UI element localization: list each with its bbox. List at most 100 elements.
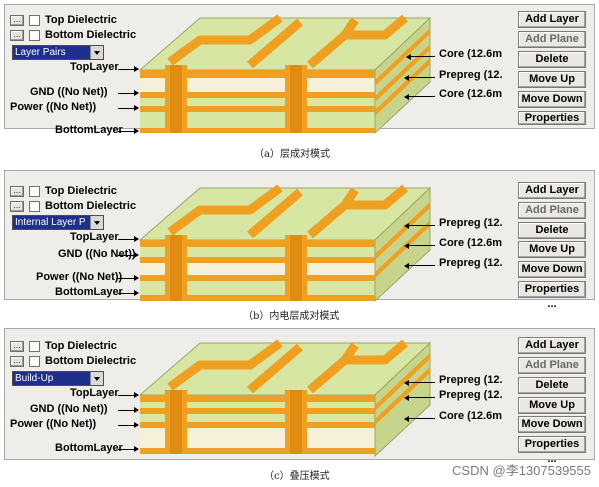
stack-mode-select-a[interactable]: Layer Pairs — [12, 45, 104, 60]
right-label-1-a: Core (12.6m — [439, 48, 502, 60]
add-plane-button-a[interactable]: Add Plane — [518, 31, 586, 48]
top-dielectric-row-b: … Top Dielectric — [10, 184, 117, 198]
right-label-1-b: Prepreg (12. — [439, 217, 503, 229]
arrow-icon — [118, 392, 139, 398]
arrow-icon — [405, 77, 435, 78]
caption-c: （c）叠压模式 — [264, 471, 330, 482]
bottom-dielectric-label-c: Bottom Dielectric — [45, 355, 137, 367]
arrow-icon — [118, 275, 139, 281]
layer-label-power-b: Power ((No Net)) — [36, 271, 123, 283]
layer-label-bottom-c: BottomLayer — [55, 442, 123, 454]
add-layer-button-b[interactable]: Add Layer — [518, 182, 586, 199]
top-dielectric-checkbox-a[interactable] — [29, 14, 40, 26]
arrow-icon — [118, 66, 139, 72]
layer-label-bottom-a: BottomLayer — [55, 124, 123, 136]
layer-label-gnd-c: GND ((No Net)) — [30, 403, 108, 415]
bottom-dielectric-row-a: … Bottom Dielectric — [10, 28, 136, 42]
layer-label-gnd-b: GND ((No Net)) — [58, 248, 136, 260]
bottom-dielectric-checkbox-c[interactable] — [29, 355, 40, 367]
stack-mode-value-c: Build-Up — [15, 373, 54, 384]
top-dielectric-props-button-a[interactable]: … — [10, 14, 24, 26]
bottom-dielectric-props-button-b[interactable]: … — [10, 200, 24, 212]
bottom-dielectric-props-button-c[interactable]: … — [10, 355, 24, 367]
move-down-button-c[interactable]: Move Down — [518, 416, 586, 433]
layer-label-top-c: TopLayer — [70, 387, 119, 399]
move-up-button-a[interactable]: Move Up — [518, 71, 586, 88]
caption-a: （a）层成对模式 — [254, 149, 330, 160]
properties-button-b[interactable]: Properties ... — [518, 281, 586, 310]
arrow-icon — [118, 446, 139, 452]
top-dielectric-row-a: … Top Dielectric — [10, 13, 117, 27]
stack-3d-diagram-a — [138, 14, 432, 135]
add-plane-button-b[interactable]: Add Plane — [518, 202, 586, 219]
bottom-dielectric-props-button-a[interactable]: … — [10, 29, 24, 41]
arrow-icon — [118, 128, 139, 134]
right-label-2-c: Prepreg (12. — [439, 389, 503, 401]
top-dielectric-checkbox-b[interactable] — [29, 185, 40, 197]
layer-label-top-b: TopLayer — [70, 231, 119, 243]
top-dielectric-props-button-b[interactable]: … — [10, 185, 24, 197]
layer-label-bottom-b: BottomLayer — [55, 286, 123, 298]
arrow-icon — [118, 407, 139, 413]
properties-button-c[interactable]: Properties ... — [518, 436, 586, 465]
stack-mode-value-b: Internal Layer P — [15, 217, 86, 228]
arrow-icon — [118, 105, 139, 111]
add-layer-button-c[interactable]: Add Layer — [518, 337, 586, 354]
bottom-dielectric-label-b: Bottom Dielectric — [45, 200, 137, 212]
arrow-icon — [405, 382, 435, 383]
right-label-2-a: Prepreg (12. — [439, 69, 503, 81]
stack-mode-select-b[interactable]: Internal Layer P — [12, 215, 104, 230]
arrow-icon — [118, 90, 139, 96]
arrow-icon — [405, 245, 435, 246]
add-plane-button-c[interactable]: Add Plane — [518, 357, 586, 374]
top-dielectric-label-b: Top Dielectric — [45, 185, 117, 197]
move-up-button-c[interactable]: Move Up — [518, 397, 586, 414]
stack-3d-diagram-c — [138, 339, 432, 458]
add-layer-button-a[interactable]: Add Layer — [518, 11, 586, 28]
properties-button-a[interactable]: Properties — [518, 111, 586, 125]
arrow-icon — [407, 56, 435, 57]
chevron-down-icon[interactable] — [90, 216, 103, 229]
bottom-dielectric-row-b: … Bottom Dielectric — [10, 199, 136, 213]
stack-mode-value-a: Layer Pairs — [15, 47, 66, 58]
top-dielectric-props-button-c[interactable]: … — [10, 340, 24, 352]
layer-label-top-a: TopLayer — [70, 61, 119, 73]
bottom-dielectric-checkbox-b[interactable] — [29, 200, 40, 212]
arrow-icon — [118, 252, 139, 258]
bottom-dielectric-label-a: Bottom Dielectric — [45, 29, 137, 41]
chevron-down-icon[interactable] — [90, 46, 103, 59]
top-dielectric-label-c: Top Dielectric — [45, 340, 117, 352]
arrow-icon — [118, 422, 139, 428]
bottom-dielectric-row-c: … Bottom Dielectric — [10, 354, 136, 368]
arrow-icon — [405, 418, 435, 419]
delete-button-c[interactable]: Delete — [518, 377, 586, 394]
layer-label-power-c: Power ((No Net)) — [10, 418, 97, 430]
caption-b: （b）内电层成对模式 — [243, 311, 340, 322]
top-dielectric-checkbox-c[interactable] — [29, 340, 40, 352]
chevron-down-icon[interactable] — [90, 372, 103, 385]
right-label-3-a: Core (12.6m — [439, 88, 502, 100]
move-down-button-a[interactable]: Move Down — [518, 91, 586, 108]
bottom-dielectric-checkbox-a[interactable] — [29, 29, 40, 41]
delete-button-b[interactable]: Delete — [518, 222, 586, 239]
layer-label-power-a: Power ((No Net)) — [10, 101, 97, 113]
right-label-1-c: Prepreg (12. — [439, 374, 503, 386]
arrow-icon — [118, 290, 139, 296]
right-label-3-c: Core (12.6m — [439, 410, 502, 422]
watermark: CSDN @李1307539555 — [452, 463, 591, 478]
top-dielectric-row-c: … Top Dielectric — [10, 339, 117, 353]
top-dielectric-label-a: Top Dielectric — [45, 14, 117, 26]
move-up-button-b[interactable]: Move Up — [518, 241, 586, 258]
right-label-2-b: Core (12.6m — [439, 237, 502, 249]
arrow-icon — [405, 225, 435, 226]
arrow-icon — [118, 236, 139, 242]
delete-button-a[interactable]: Delete — [518, 51, 586, 68]
move-down-button-b[interactable]: Move Down — [518, 261, 586, 278]
right-label-3-b: Prepreg (12. — [439, 257, 503, 269]
arrow-icon — [405, 265, 435, 266]
arrow-icon — [405, 397, 435, 398]
layer-label-gnd-a: GND ((No Net)) — [30, 86, 108, 98]
stack-3d-diagram-b — [138, 184, 432, 303]
stack-mode-select-c[interactable]: Build-Up — [12, 371, 104, 386]
arrow-icon — [405, 96, 435, 97]
